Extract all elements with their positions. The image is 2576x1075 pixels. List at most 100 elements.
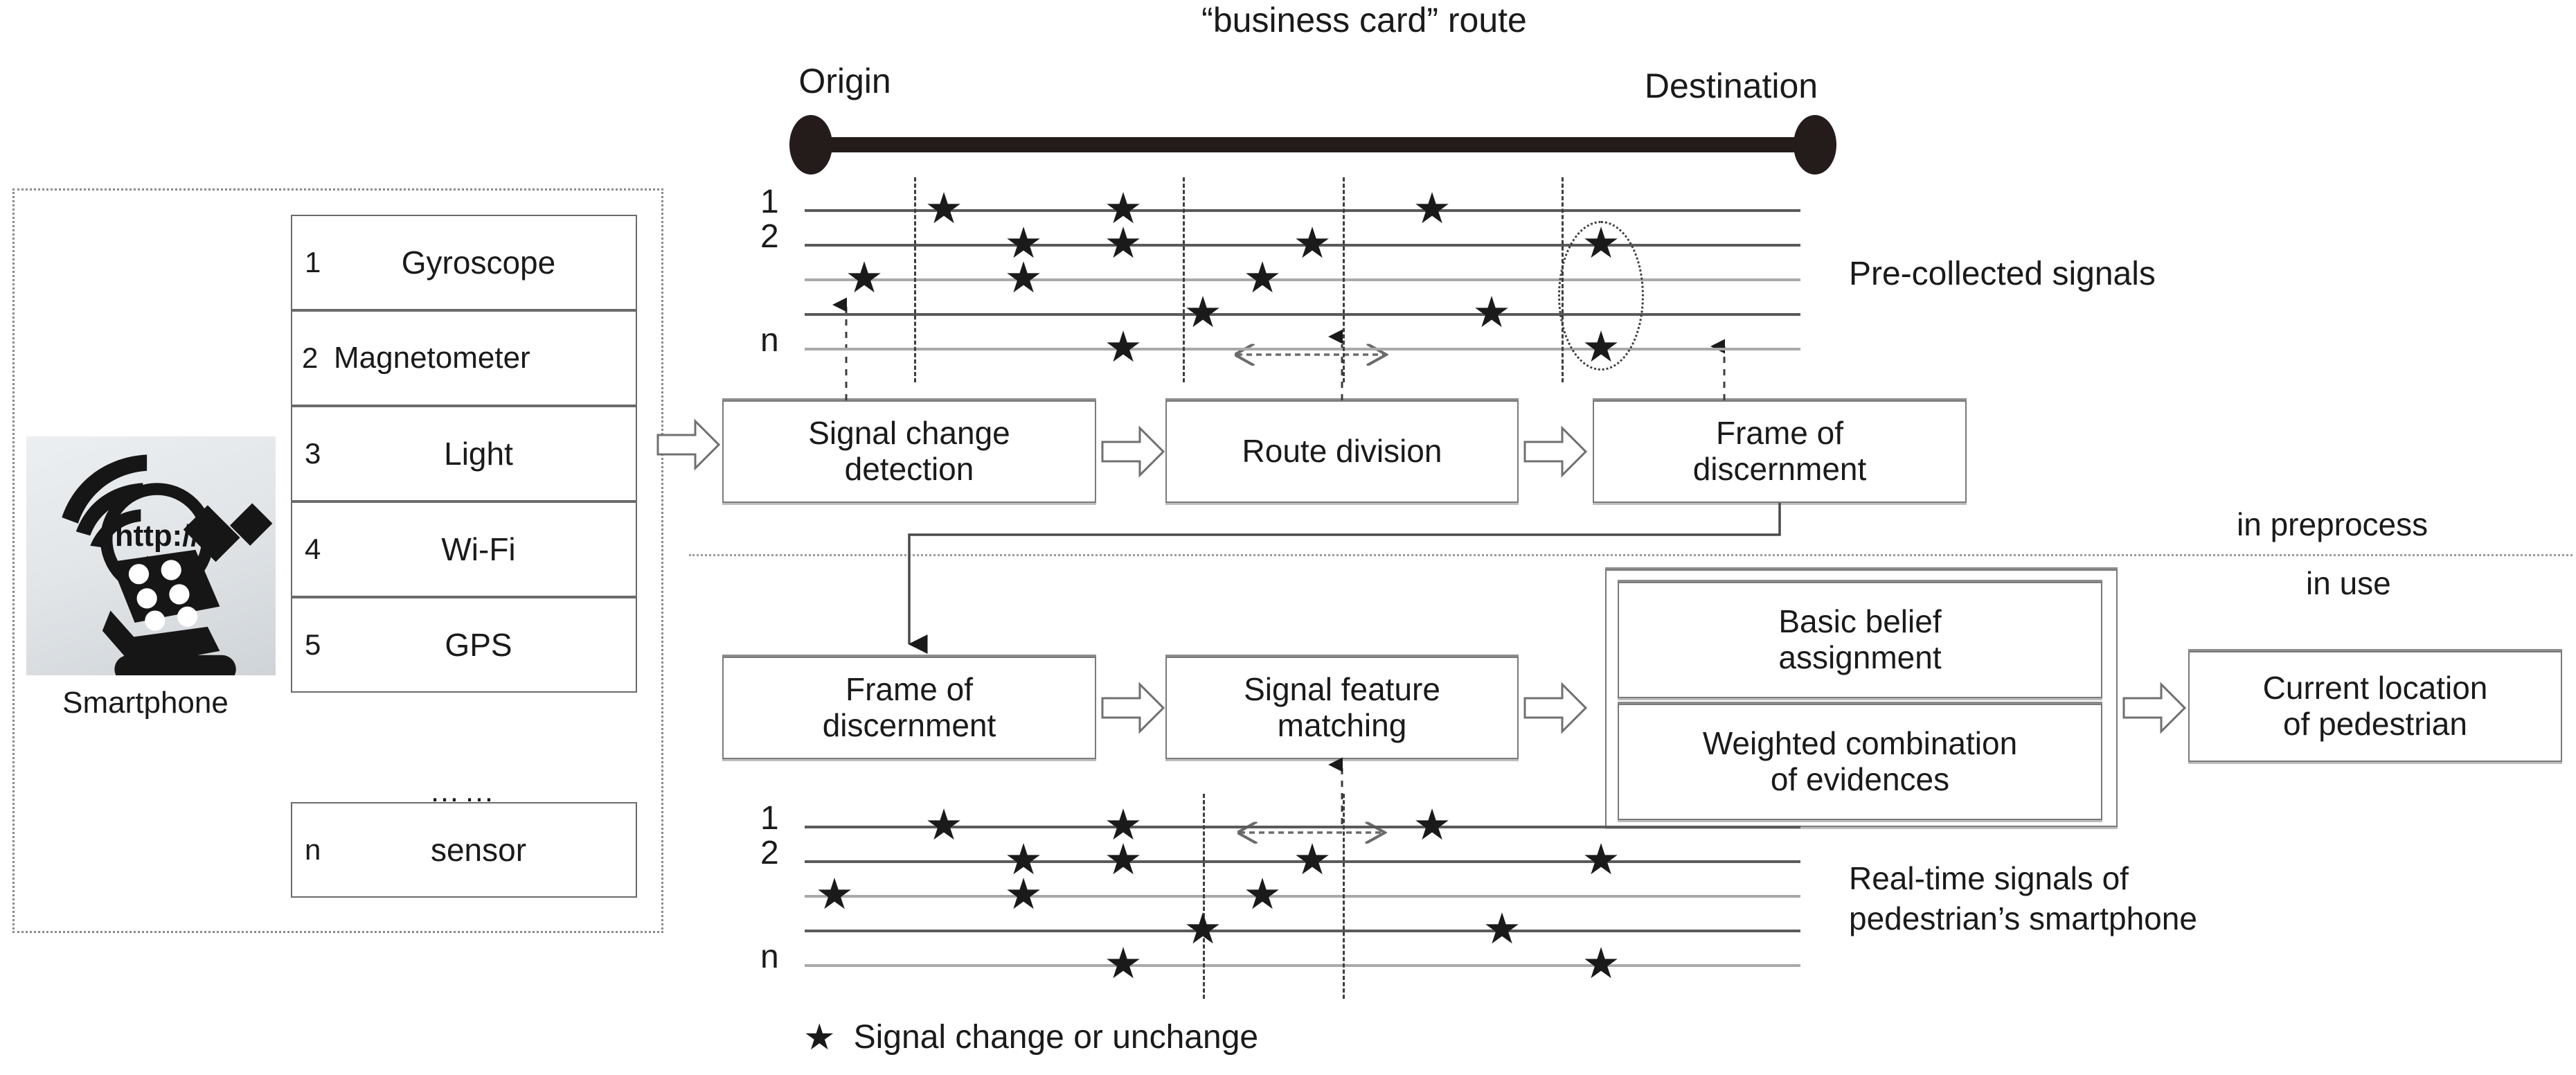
signal-line [805,244,1800,247]
sensor-number: 3 [305,437,321,470]
box-label: Current location of pedestrian [2262,670,2488,742]
sensor-item-wifi[interactable]: 4 Wi-Fi [291,501,637,597]
sensor-name: Light [444,436,513,472]
highlight-ellipse [1558,221,1644,371]
signal-change-star: ★ [1104,801,1143,849]
sensor-number: 2 [302,341,319,374]
star-icon: ★ [803,1017,836,1058]
sensor-number: 4 [305,533,321,565]
signal-change-star: ★ [1004,836,1043,884]
box-label: Frame of discernment [1692,415,1867,487]
in-preprocess-label: in preprocess [2237,506,2429,542]
route-division-line [1343,794,1345,999]
sensor-item-n[interactable]: n sensor [291,802,637,898]
box-label: Basic belief assignment [1778,603,1942,675]
signal-change-star: ★ [1582,836,1620,884]
signal-change-star: ★ [845,254,884,302]
sensor-number: n [305,833,321,866]
box-signal-feature-matching[interactable]: Signal feature matching [1165,657,1519,759]
destination-dot [1794,115,1836,175]
signal-change-star: ★ [1104,220,1143,267]
arrow-frame-to-matching [1101,679,1165,737]
route-division-line [914,177,916,382]
signal-change-star: ★ [1183,905,1222,953]
arrow-detection-to-division [1101,423,1165,481]
arrow-sensors-to-detection [656,416,720,474]
box-label: Signal feature matching [1244,671,1440,743]
route-bar [810,137,1814,152]
signal-line [805,826,1800,828]
signal-change-star: ★ [1293,836,1332,884]
signal-change-star: ★ [924,801,963,849]
signal-change-star: ★ [1582,940,1620,988]
signal-change-star: ★ [1483,905,1521,953]
destination-label: Destination [1644,66,1818,105]
arrow-matching-to-fusion [1523,679,1587,737]
signal-line [805,895,1800,898]
smartphone-http-icon: http:// [26,436,276,684]
signal-change-star: ★ [1413,801,1451,849]
box-frame-of-discernment-bottom[interactable]: Frame of discernment [722,657,1096,759]
signal-change-star: ★ [1004,220,1043,267]
sensor-name: Gyroscope [401,245,556,281]
sensor-name: Magnetometer [334,341,530,375]
signal-line [805,209,1800,212]
signal-change-star: ★ [1004,871,1043,918]
legend: ★ Signal change or unchange [803,1018,1258,1056]
sensor-item-light[interactable]: 3 Light [291,406,637,501]
svg-text:http://: http:// [115,519,199,553]
pre-collected-signals-title: Pre-collected signals [1849,256,2156,292]
arrow-fusion-to-output [2122,679,2186,737]
signal-change-star: ★ [1104,940,1143,988]
signal-row-label: 2 [760,835,779,871]
signal-line [805,930,1800,932]
signal-line [805,860,1800,863]
box-label: Frame of discernment [822,671,996,743]
sensor-item-gyroscope[interactable]: 1 Gyroscope [291,215,637,310]
box-current-location-of-pedestrian[interactable]: Current location of pedestrian [2188,651,2562,762]
signal-change-star: ★ [1104,185,1143,233]
route-division-line [1343,177,1345,382]
signal-change-star: ★ [1183,289,1222,337]
sensor-name: Wi-Fi [441,531,516,567]
signal-change-star: ★ [1243,871,1282,918]
origin-dot [789,115,832,175]
box-label: Signal change detection [808,415,1010,487]
sensor-number: 5 [305,628,321,661]
signal-row-label: n [760,939,779,975]
signal-change-star: ★ [1293,220,1332,267]
box-frame-of-discernment-top[interactable]: Frame of discernment [1593,400,1967,503]
signal-change-star: ★ [1104,323,1143,371]
box-route-division[interactable]: Route division [1165,400,1519,503]
in-use-label: in use [2306,565,2391,601]
fusion-group: Basic belief assignment Weighted combina… [1605,569,2118,827]
signal-change-star: ★ [815,871,854,918]
signal-line [805,313,1800,316]
signal-change-star: ★ [1004,254,1043,302]
signal-change-star: ★ [924,185,963,233]
box-weighted-combination-of-evidences[interactable]: Weighted combination of evidences [1618,704,2102,820]
legend-text: Signal change or unchange [853,1019,1259,1056]
box-label: Route division [1242,433,1442,470]
signal-row-label: 1 [760,184,779,220]
signal-line [805,964,1800,967]
sensor-name: GPS [445,627,512,663]
signal-change-star: ★ [1104,836,1143,884]
box-basic-belief-assignment[interactable]: Basic belief assignment [1618,582,2102,698]
signal-row-label: n [760,322,779,359]
box-signal-change-detection[interactable]: Signal change detection [722,400,1096,503]
sensor-name: sensor [430,832,527,868]
real-time-signals-title: Real-time signals of pedestrian’s smartp… [1849,860,2197,936]
box-label: Weighted combination of evidences [1702,725,2018,797]
sensor-item-gps[interactable]: 5 GPS [291,597,637,693]
signal-line [805,278,1800,281]
preprocess-inuse-divider [689,554,2573,556]
origin-label: Origin [798,62,891,100]
smartphone-caption: Smartphone [62,686,229,720]
sensor-item-magnetometer[interactable]: 2 Magnetometer [291,310,637,406]
signal-row-label: 2 [760,218,779,255]
route-division-line [1203,794,1205,999]
route-division-line [1183,177,1185,382]
